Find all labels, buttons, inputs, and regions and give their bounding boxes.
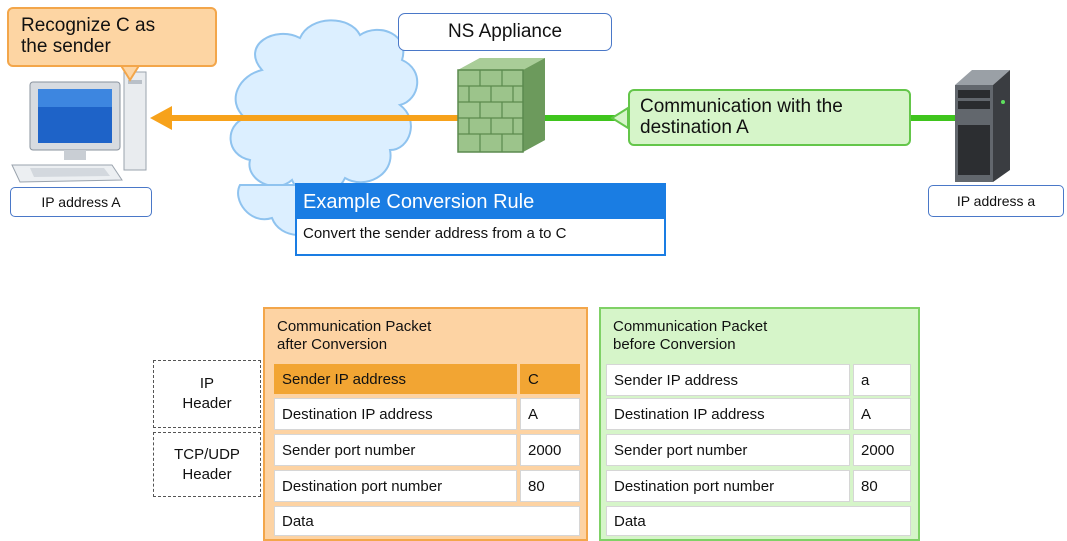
table-cell-value: 2000: [520, 434, 580, 466]
packet-after-conversion: Communication Packet after Conversion Se…: [263, 307, 588, 541]
ns-appliance-label: NS Appliance: [398, 13, 612, 51]
table-cell-value: C: [520, 364, 580, 394]
orange-arrow: [150, 106, 460, 130]
table-cell-value: a: [853, 364, 911, 396]
table-cell-value: A: [520, 398, 580, 430]
comm-callout-pointer: [610, 106, 629, 130]
table-cell-field: Sender port number: [606, 434, 850, 466]
rule-title: Example Conversion Rule: [297, 185, 664, 219]
network-scene: [11, 19, 1010, 236]
packet-title: Communication Packet after Conversion: [277, 318, 432, 353]
tcp-udp-header-label: TCP/UDP Header: [153, 432, 261, 497]
firewall-icon: [457, 58, 545, 153]
packet-title: Communication Packet before Conversion: [613, 318, 768, 353]
rule-text: Convert the sender address from a to C: [303, 225, 567, 242]
ip-address-server-label: IP address a: [928, 185, 1064, 217]
sender-recognition-callout: Recognize C as the sender: [7, 7, 217, 67]
pc-icon: [11, 71, 147, 183]
table-cell-data: Data: [606, 506, 911, 536]
table-cell-value: 80: [853, 470, 911, 502]
server-icon: [955, 70, 1010, 182]
table-cell-value: A: [853, 398, 911, 430]
table-cell-field: Sender port number: [274, 434, 517, 466]
packet-before-conversion: Communication Packet before Conversion S…: [599, 307, 920, 541]
table-cell-field: Destination port number: [606, 470, 850, 502]
table-cell-field: Destination IP address: [274, 398, 517, 430]
table-cell-value: 2000: [853, 434, 911, 466]
ip-header-label: IP Header: [153, 360, 261, 428]
ip-address-host-label: IP address A: [10, 187, 152, 217]
table-cell-field: Destination port number: [274, 470, 517, 502]
table-cell-data: Data: [274, 506, 580, 536]
table-cell-value: 80: [520, 470, 580, 502]
table-cell-field: Sender IP address: [606, 364, 850, 396]
conversion-rule-box: Example Conversion Rule Convert the send…: [295, 183, 666, 256]
table-cell-field: Sender IP address: [274, 364, 517, 394]
communication-callout: Communication with the destination A: [628, 89, 911, 146]
table-cell-field: Destination IP address: [606, 398, 850, 430]
